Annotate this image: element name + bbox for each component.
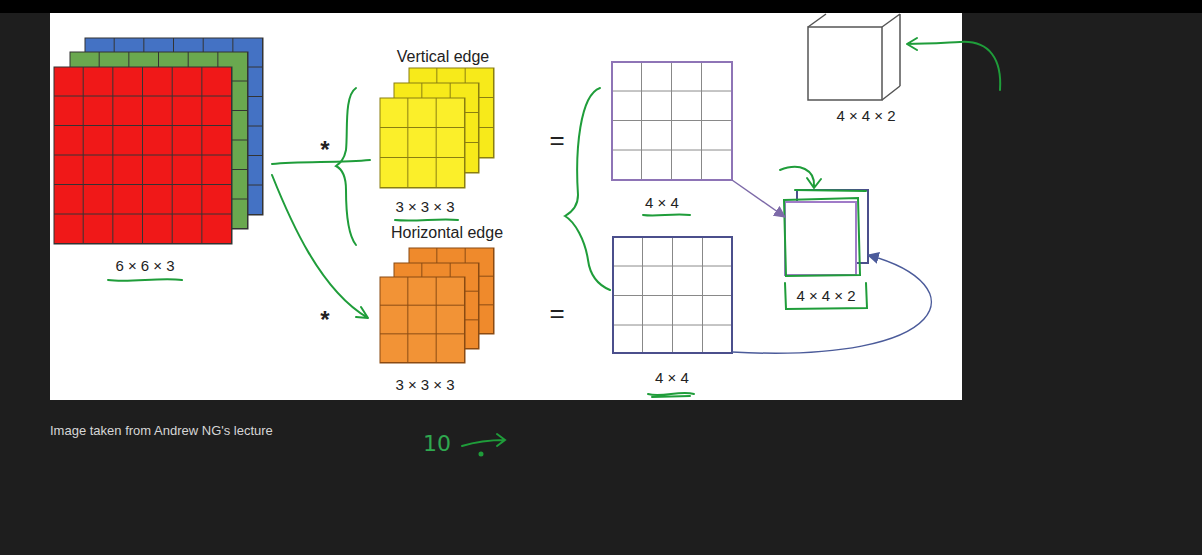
drawing-part	[380, 98, 465, 188]
drawing-part	[380, 277, 465, 363]
text-holder: 3 × 3 × 3	[395, 376, 454, 393]
drawing-part	[785, 283, 867, 309]
handwritten-annotation	[108, 38, 1000, 456]
text-holder: 3 × 3 × 3	[395, 198, 454, 215]
dimension-label: 3 × 3 × 3	[395, 198, 454, 215]
image-caption: Image taken from Andrew NG's lecture	[50, 424, 273, 439]
drawing-part	[54, 67, 232, 244]
dimension-label: 3 × 3 × 3	[395, 376, 454, 393]
drawing-part	[613, 237, 732, 353]
drawing-part	[54, 67, 232, 244]
text-holder: =	[549, 127, 564, 153]
text-holder: 10	[423, 431, 451, 456]
dimension-label: 4 × 4 × 2	[836, 107, 895, 124]
drawing-part	[380, 277, 465, 363]
text-holder: Image taken from Andrew NG's lecture	[50, 424, 273, 439]
stacked-output	[785, 190, 868, 275]
output-grid	[612, 62, 732, 180]
drawing-part	[565, 88, 610, 290]
drawing-part	[785, 202, 856, 275]
connector-arrow	[732, 180, 785, 217]
drawing-part	[380, 98, 465, 188]
equals-symbol: =	[549, 127, 564, 153]
horizontal-edge-filter: Horizontal edge3 × 3 × 3	[380, 248, 494, 363]
output-grid: 4 × 4	[613, 237, 732, 353]
text-holder: =	[549, 300, 564, 326]
drawing-part	[108, 279, 182, 281]
vertical-filter	[380, 68, 494, 188]
text-holder: 6 × 6 × 3	[115, 257, 174, 274]
handwritten-note: 10	[423, 431, 451, 456]
drawing-part	[480, 453, 483, 456]
drawing-part	[907, 38, 1000, 90]
drawing-part	[808, 14, 900, 100]
drawing-part	[643, 214, 690, 215]
output-grid	[613, 237, 732, 353]
operator-symbol: *	[320, 308, 329, 332]
drawing-part	[272, 175, 368, 318]
drawing-part	[784, 190, 866, 276]
connector-arrow	[732, 255, 931, 353]
drawing-part	[613, 237, 732, 353]
text-holder: 4 × 4 × 2	[796, 287, 855, 304]
text-holder: 4 × 4 × 2	[836, 107, 895, 124]
text-holder: Horizontal edge	[391, 224, 503, 242]
drawing-part	[54, 67, 232, 244]
text-holder: *	[320, 308, 329, 332]
drawing-part	[380, 277, 465, 363]
dimension-label: 4 × 4	[655, 369, 689, 386]
stacked-output: 4 × 4 × 2	[785, 190, 868, 275]
vertical-edge-filter: Vertical edge3 × 3 × 3	[380, 68, 494, 188]
input-volume	[54, 38, 263, 244]
horizontal-filter	[380, 248, 494, 363]
drawing-part	[612, 62, 732, 180]
drawing-part	[380, 98, 465, 188]
drawing-part	[612, 62, 732, 180]
dimension-label: 4 × 4	[645, 194, 679, 211]
top-bar	[0, 0, 1202, 13]
input-volume: 6 × 6 × 3	[54, 38, 262, 244]
output-grid: 4 × 4	[612, 62, 732, 180]
drawing-part	[395, 219, 458, 220]
text-holder: *	[320, 138, 329, 162]
dimension-label: Vertical edge	[397, 48, 490, 66]
text-holder: Vertical edge	[397, 48, 490, 66]
text-holder: 4 × 4	[645, 194, 679, 211]
drawing-part	[336, 88, 356, 245]
drawing-part	[780, 167, 821, 188]
output-cube	[808, 14, 900, 100]
operator-symbol: *	[320, 138, 329, 162]
drawing-part	[648, 393, 694, 397]
dimension-label: 6 × 6 × 3	[115, 257, 174, 274]
text-holder: 4 × 4	[655, 369, 689, 386]
dimension-label: 4 × 4 × 2	[796, 287, 855, 304]
dimension-label: Horizontal edge	[391, 224, 503, 242]
equals-symbol: =	[549, 300, 564, 326]
output-cube: 4 × 4 × 2	[808, 14, 900, 100]
drawing-part	[808, 27, 882, 100]
drawing-part	[462, 434, 505, 446]
